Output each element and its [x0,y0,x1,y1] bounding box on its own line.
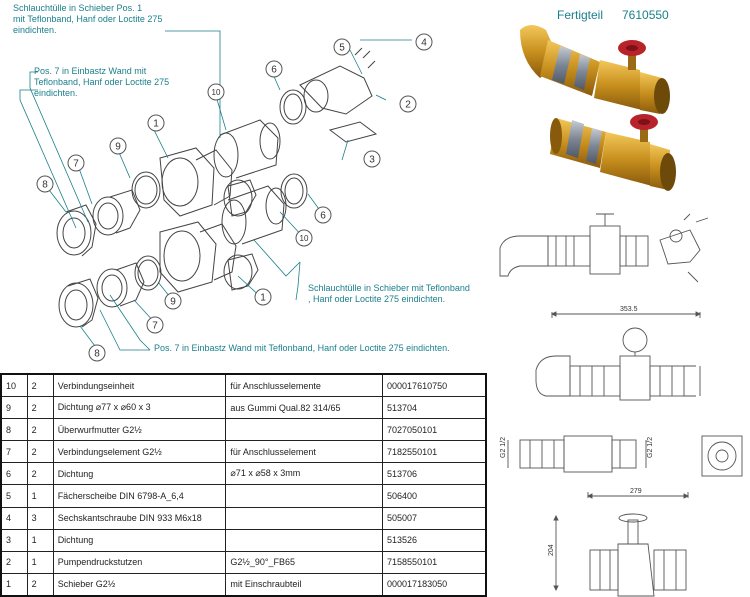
parts-list-cell-qty: 2 [26,373,54,398]
title-label: Fertigteil [557,8,604,22]
iso-sketch-views [499,213,709,283]
parts-list-cell-qty: 2 [26,462,54,486]
exploded-parts [56,47,378,328]
parts-list-cell-pos: 5 [0,484,28,508]
parts-list-cell-spec: mit Einschraubteil [225,572,384,597]
balloon-7b: 7 [152,321,158,332]
parts-list-cell-desc: Verbindungselement G2½ [52,440,227,464]
parts-list-cell-qty: 1 [26,550,54,574]
parts-list-cell-pos: 2 [0,550,28,574]
balloon-2: 2 [405,100,411,111]
dimension-length: 353.5 [620,306,638,313]
parts-list-cell-pos: 6 [0,462,28,486]
parts-list-cell-desc: Pumpendruckstutzen [52,550,227,574]
parts-list-cell-desc: Sechskantschraube DIN 933 M6x18 [52,506,227,530]
balloon-4: 4 [421,38,427,49]
annotation-top: Schlauchtülle in Schieber Pos. 1 mit Tef… [13,3,163,35]
title-part-number: 7610550 [622,8,669,22]
parts-list-cell-qty: 1 [26,484,54,508]
parts-list-cell-num: 7158550101 [382,550,487,574]
balloon-6: 6 [271,65,277,76]
parts-list-cell-num: 000017183050 [382,572,487,597]
parts-list-cell-num: 505007 [382,506,487,530]
annotation-bottom: Pos. 7 in Einbastz Wand mit Teflonband, … [154,343,450,353]
parts-list-cell-pos: 1 [0,572,28,597]
orthographic-views [507,311,743,597]
parts-list-cell-spec: ⌀71 x ⌀58 x 3mm [225,462,384,486]
parts-list-cell-spec [225,506,384,530]
balloon-10: 10 [212,88,221,97]
rendered-assembly [520,25,676,191]
balloon-6b: 6 [320,211,326,222]
dimension-thread-1: G2 1/2 [500,437,507,458]
parts-list-cell-spec [225,418,384,442]
balloon-7: 7 [73,159,79,170]
dimension-thread-2: G2 1/2 [647,437,654,458]
parts-list-cell-spec [225,528,384,552]
parts-list-cell-spec: G2½_90°_FB65 [225,550,384,574]
parts-list-cell-qty: 2 [26,418,54,442]
balloon-10b: 10 [300,234,309,243]
dimension-height: 204 [548,544,555,556]
parts-list-cell-desc: Dichtung [52,462,227,486]
parts-list-cell-num: 506400 [382,484,487,508]
parts-list-cell-num: 7027050101 [382,418,487,442]
part-balloons: 1 1 2 3 4 5 6 6 7 7 8 8 9 9 10 10 [36,33,433,362]
balloon-1: 1 [153,119,159,130]
parts-list-cell-pos: 3 [0,528,28,552]
parts-list-cell-pos: 10 [0,373,28,398]
parts-list-cell-desc: Verbindungseinheit [52,373,227,398]
parts-list-cell-pos: 9 [0,396,28,420]
balloon-1b: 1 [260,293,266,304]
parts-list-cell-spec: aus Gummi Qual.82 314/65 [225,396,384,420]
annotation-left: Pos. 7 in Einbastz Wand mit Teflonband, … [34,66,170,98]
parts-list-cell-num: 513526 [382,528,487,552]
parts-list-cell-spec: für Anschlusselement [225,440,384,464]
parts-list-cell-num: 7182550101 [382,440,487,464]
balloon-9b: 9 [170,297,176,308]
parts-list-cell-desc: Dichtung ⌀77 x ⌀60 x 3 [52,396,227,420]
parts-list-cell-qty: 1 [26,528,54,552]
balloon-5: 5 [339,43,345,54]
dimension-width: 279 [630,488,642,495]
parts-list-cell-desc: Schieber G2½ [52,572,227,597]
parts-list-cell-desc: Fächerscheibe DIN 6798-A_6,4 [52,484,227,508]
parts-list-cell-num: 000017610750 [382,373,487,398]
annotation-right: Schlauchtülle in Schieber mit Teflonband… [308,283,470,304]
parts-list-cell-num: 513706 [382,462,487,486]
parts-list-cell-pos: 4 [0,506,28,530]
balloon-3: 3 [369,155,375,166]
parts-list-cell-spec [225,484,384,508]
parts-list-cell-pos: 7 [0,440,28,464]
parts-list-cell-qty: 2 [26,440,54,464]
balloon-8: 8 [42,180,48,191]
parts-list-cell-spec: für Anschlusselemente [225,373,384,398]
parts-list-cell-qty: 2 [26,396,54,420]
parts-list-cell-pos: 8 [0,418,28,442]
parts-list-cell-qty: 3 [26,506,54,530]
parts-list-cell-desc: Überwurfmutter G2½ [52,418,227,442]
parts-list-cell-qty: 2 [26,572,54,597]
balloon-8b: 8 [94,349,100,360]
parts-list-cell-num: 513704 [382,396,487,420]
parts-list-cell-desc: Dichtung [52,528,227,552]
balloon-9: 9 [115,142,121,153]
